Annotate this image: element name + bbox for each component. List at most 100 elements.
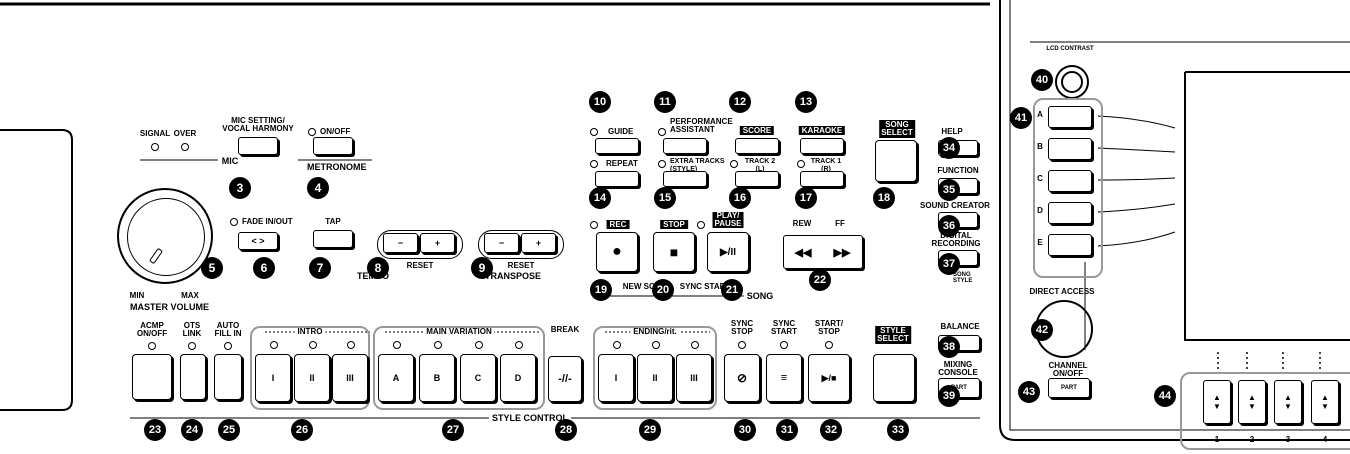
play-pause-button[interactable]: ▶/II [707, 232, 749, 272]
break-label: BREAK [550, 325, 580, 334]
main-variation-button-4[interactable]: D [500, 354, 536, 402]
metronome-button[interactable] [313, 137, 353, 155]
ending-label: ENDING/rit. [630, 328, 680, 336]
callout-28: 28 [555, 419, 577, 441]
break-button[interactable]: -//- [548, 356, 582, 402]
play-pause-label: PLAY/ PAUSE [712, 211, 744, 228]
callout-41: 41 [1010, 107, 1032, 129]
track2-label: TRACK 2 (L) [744, 158, 776, 173]
track1-button[interactable] [800, 171, 844, 187]
intro-button-3[interactable]: III [332, 354, 368, 402]
karaoke-button[interactable] [800, 138, 844, 154]
tempo-minus-button[interactable]: − [383, 233, 418, 253]
rew-button[interactable]: ◀◀ [794, 247, 812, 259]
callout-12: 12 [729, 91, 751, 113]
callout-37: 37 [938, 253, 960, 275]
style-control-label: STYLE CONTROL [489, 414, 571, 423]
score-button[interactable] [735, 138, 779, 154]
ots-link-button[interactable] [180, 354, 206, 400]
ff-button[interactable]: ▶▶ [833, 247, 851, 259]
tempo-plus-button[interactable]: + [420, 233, 455, 253]
sync-start-button[interactable]: ≡ [766, 354, 802, 402]
signal-led [151, 143, 159, 151]
extra-tracks-led [658, 160, 666, 168]
acmp-button[interactable] [132, 354, 172, 400]
main-variation-button-1[interactable]: A [378, 354, 414, 402]
song-stop-button[interactable]: ■ [653, 232, 695, 272]
ots-link-label: OTS LINK [182, 321, 202, 338]
function-label: FUNCTION [937, 166, 979, 175]
ab-label-a: A [1037, 110, 1043, 119]
sync-stop-button[interactable]: ⊘ [724, 354, 760, 402]
ab-label-c: C [1037, 174, 1043, 183]
transpose-reset-label: RESET [507, 261, 535, 270]
fader-buttons-frame [1180, 372, 1350, 450]
lcd-contrast-knob[interactable] [1055, 65, 1089, 99]
fade-in-out-button[interactable]: < > [238, 232, 278, 250]
fade-label: FADE IN/OUT [242, 217, 293, 226]
style-select-label: STYLE SELECT [875, 326, 911, 344]
main-variation-button-2[interactable]: B [419, 354, 455, 402]
callout-9: 9 [471, 257, 493, 279]
callout-25: 25 [218, 419, 240, 441]
mic-setting-button[interactable] [238, 137, 278, 155]
fader-button-3[interactable]: ▲▼ [1274, 380, 1302, 424]
auto-fill-button[interactable] [214, 354, 242, 400]
auto-fill-led [224, 342, 232, 350]
fader-button-2[interactable]: ▲▼ [1238, 380, 1266, 424]
callout-29: 29 [639, 419, 661, 441]
style-select-button[interactable] [873, 354, 915, 402]
callout-18: 18 [873, 187, 895, 209]
callout-5: 5 [201, 257, 223, 279]
callout-14: 14 [589, 187, 611, 209]
ending-button-1[interactable]: I [598, 354, 634, 402]
rec-button[interactable]: ● [596, 232, 638, 272]
song-select-button[interactable] [875, 140, 917, 182]
callout-38: 38 [938, 336, 960, 358]
callout-40: 40 [1031, 69, 1053, 91]
channel-on-off-label: CHANNEL ON/OFF [1048, 361, 1088, 378]
acmp-label: ACMP ON/OFF [136, 321, 168, 338]
callout-20: 20 [652, 279, 674, 301]
intro-button-2[interactable]: II [294, 354, 330, 402]
lcd-button-d[interactable] [1048, 202, 1092, 224]
perf-led [658, 128, 666, 136]
start-stop-button[interactable]: ▶/■ [808, 354, 850, 402]
ending-led-2 [652, 341, 660, 349]
main-variation-led-2 [434, 341, 442, 349]
ending-led-3 [691, 341, 699, 349]
callout-15: 15 [654, 187, 676, 209]
lcd-button-e[interactable] [1048, 234, 1092, 256]
auto-fill-label: AUTO FILL IN [214, 321, 242, 338]
repeat-button[interactable] [595, 171, 639, 187]
balance-label: BALANCE [940, 322, 980, 331]
lcd-button-a[interactable] [1048, 106, 1092, 128]
transpose-plus-button[interactable]: + [521, 233, 556, 253]
fade-led [230, 218, 238, 226]
intro-led-3 [347, 341, 355, 349]
intro-label: INTRO [294, 328, 326, 336]
metronome-on-off-label: ON/OFF [320, 127, 351, 136]
fader-button-1[interactable]: ▲▼ [1203, 380, 1231, 424]
performance-assistant-button[interactable] [663, 138, 707, 154]
guide-label: GUIDE [608, 127, 634, 136]
transpose-minus-button[interactable]: − [484, 233, 519, 253]
over-led [181, 143, 189, 151]
fader-button-4[interactable]: ▲▼ [1311, 380, 1339, 424]
ending-button-2[interactable]: II [637, 354, 673, 402]
channel-on-off-button[interactable]: PART [1048, 378, 1090, 398]
callout-13: 13 [795, 91, 817, 113]
ending-led-1 [613, 341, 621, 349]
intro-button-1[interactable]: I [255, 354, 291, 402]
extra-tracks-button[interactable] [663, 171, 707, 187]
ending-button-3[interactable]: III [676, 354, 712, 402]
master-volume-knob[interactable] [117, 188, 213, 284]
track2-button[interactable] [735, 171, 779, 187]
guide-button[interactable] [595, 138, 639, 154]
main-variation-button-3[interactable]: C [460, 354, 496, 402]
rew-label: REW [792, 219, 812, 228]
lcd-button-c[interactable] [1048, 170, 1092, 192]
start-stop-led [825, 341, 833, 349]
lcd-button-b[interactable] [1048, 138, 1092, 160]
tap-button[interactable] [313, 230, 353, 248]
